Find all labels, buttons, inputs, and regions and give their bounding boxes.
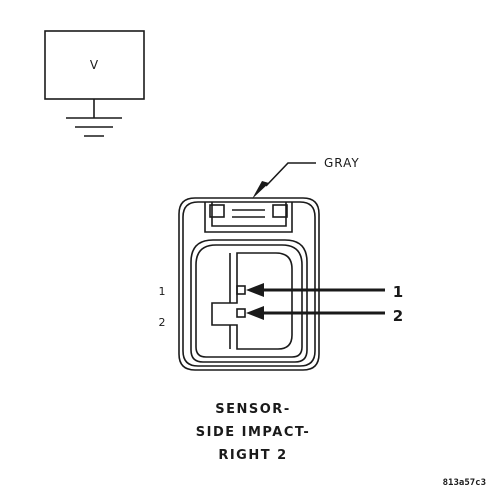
connector-hood-outer xyxy=(190,239,308,363)
color-leader-line xyxy=(265,162,316,187)
connector-title-line-1: SENSOR- xyxy=(215,402,290,417)
connector-color-label: GRAY xyxy=(324,156,360,170)
connector-housing-inner xyxy=(182,201,316,367)
cavity-2-arrowhead-icon xyxy=(246,306,264,320)
latch-center-bar xyxy=(232,209,265,218)
cavity-2-side-label: 2 xyxy=(159,316,166,329)
connector-latch-outer xyxy=(204,202,293,233)
figure-id: 813a57c3 xyxy=(443,478,486,488)
cavity-2-terminal xyxy=(236,308,246,318)
connector-title: SENSOR- SIDE IMPACT- RIGHT 2 xyxy=(196,402,310,463)
cavity-2-callout xyxy=(246,306,385,320)
connector-title-line-3: RIGHT 2 xyxy=(218,448,287,463)
color-arrowhead-icon xyxy=(252,181,269,199)
cavity-1-callout xyxy=(246,283,385,297)
connector-title-line-2: SIDE IMPACT- xyxy=(196,425,310,440)
cavity-1-callout-label: 1 xyxy=(393,283,403,301)
latch-tab-right xyxy=(272,204,288,218)
latch-tab-left xyxy=(209,204,225,218)
connector-housing-outer xyxy=(178,197,320,371)
cavity-1-terminal xyxy=(236,285,246,295)
voltmeter-label: V xyxy=(90,58,99,72)
cavity-2-callout-label: 2 xyxy=(393,307,403,325)
color-callout: GRAY xyxy=(252,156,360,199)
ground-symbol-icon xyxy=(66,117,122,137)
connector-body xyxy=(178,197,320,371)
connector-cavity-block xyxy=(211,252,293,350)
connector-hood-inner xyxy=(195,244,303,358)
cavity-1-arrowhead-icon xyxy=(246,283,264,297)
cavity-1-side-label: 1 xyxy=(159,285,166,298)
connector-latch-inner xyxy=(211,202,287,227)
voltmeter: V xyxy=(44,30,145,137)
